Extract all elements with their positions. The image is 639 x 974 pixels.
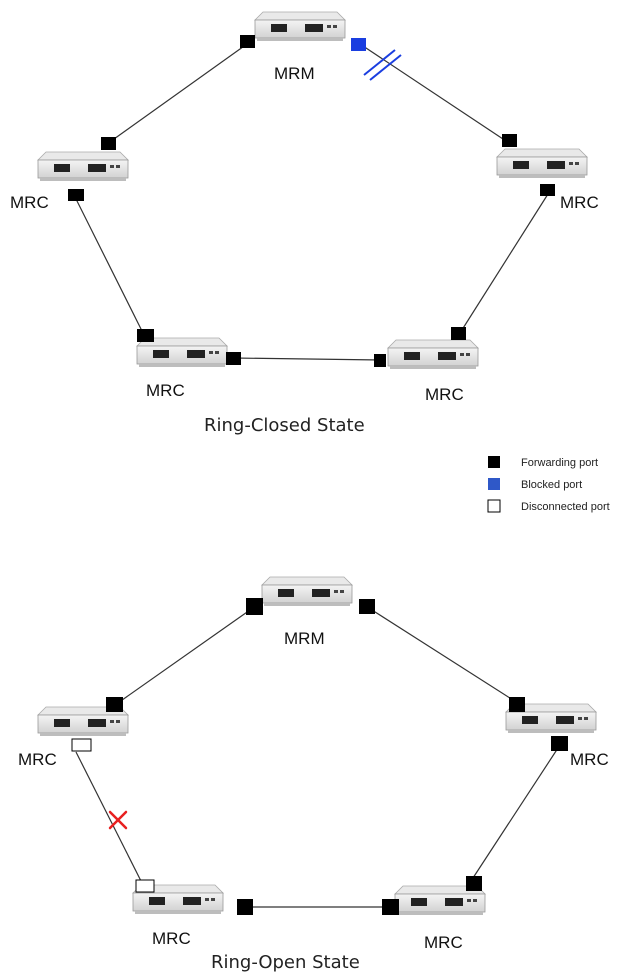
switch-mrc-right <box>496 148 588 179</box>
node-label-mrm: MRM <box>274 64 315 83</box>
forwarding-port <box>101 137 116 150</box>
forwarding-port <box>374 354 386 367</box>
forwarding-port <box>551 736 568 751</box>
switch-mrm <box>261 576 353 607</box>
legend-disconnected-swatch <box>487 499 501 513</box>
node-label-mrc-bottom-left: MRC <box>152 929 191 948</box>
switch-mrm <box>254 11 346 42</box>
forwarding-port <box>451 327 466 340</box>
node-label-mrc-left: MRC <box>18 750 57 769</box>
switch-mrc-left <box>37 151 129 182</box>
node-label-mrc-left: MRC <box>10 193 49 212</box>
legend-disconnected-label: Disconnected port <box>521 501 610 513</box>
legend: Forwarding port Blocked port Disconnecte… <box>487 456 610 513</box>
blocked-link-marker <box>363 49 402 81</box>
forwarding-port <box>540 184 555 196</box>
forwarding-port <box>466 876 482 891</box>
legend-forwarding-swatch <box>488 456 500 468</box>
ring-closed-diagram: MRM MRC MRC MRC MRC Ring-Closed State <box>10 11 599 436</box>
blocked-port <box>351 38 366 51</box>
node-label-mrc-right: MRC <box>560 193 599 212</box>
link-bottom <box>232 357 382 361</box>
node-label-mrc-bottom-left: MRC <box>146 381 185 400</box>
link-mrm-left <box>106 43 248 145</box>
link-right-bottomright <box>459 193 549 334</box>
link-break-icon <box>108 810 128 830</box>
ring-open-diagram: MRM MRC MRC MRC MRC Ring-Open State <box>18 576 609 973</box>
state-label-closed: Ring-Closed State <box>204 415 365 436</box>
state-label-open: Ring-Open State <box>211 952 360 973</box>
legend-blocked-swatch <box>488 478 500 490</box>
forwarding-port <box>106 697 123 712</box>
link-mrm-right <box>371 609 514 701</box>
switch-mrc-bottom-left <box>136 337 228 368</box>
disconnected-port <box>71 738 92 752</box>
forwarding-port <box>246 598 263 615</box>
forwarding-port <box>68 189 84 201</box>
forwarding-port <box>137 329 154 342</box>
forwarding-port <box>502 134 517 147</box>
legend-forwarding-label: Forwarding port <box>521 457 598 469</box>
node-label-mrc-right: MRC <box>570 750 609 769</box>
forwarding-port <box>237 899 253 915</box>
link-left-bottomleft <box>75 198 145 336</box>
forwarding-port <box>359 599 375 614</box>
forwarding-port <box>226 352 241 365</box>
legend-blocked-label: Blocked port <box>521 479 582 491</box>
node-label-mrm: MRM <box>284 629 325 648</box>
forwarding-port <box>509 697 525 712</box>
node-label-mrc-bottom-right: MRC <box>424 933 463 952</box>
forwarding-port <box>382 899 399 915</box>
forwarding-port <box>240 35 255 48</box>
disconnected-port <box>135 879 155 893</box>
link-mrm-left <box>114 609 251 706</box>
link-right-bottomright <box>470 747 559 882</box>
link-left-bottomleft <box>75 751 144 886</box>
link-mrm-right <box>359 43 507 142</box>
switch-mrc-bottom-right <box>387 339 479 370</box>
node-label-mrc-bottom-right: MRC <box>425 385 464 404</box>
